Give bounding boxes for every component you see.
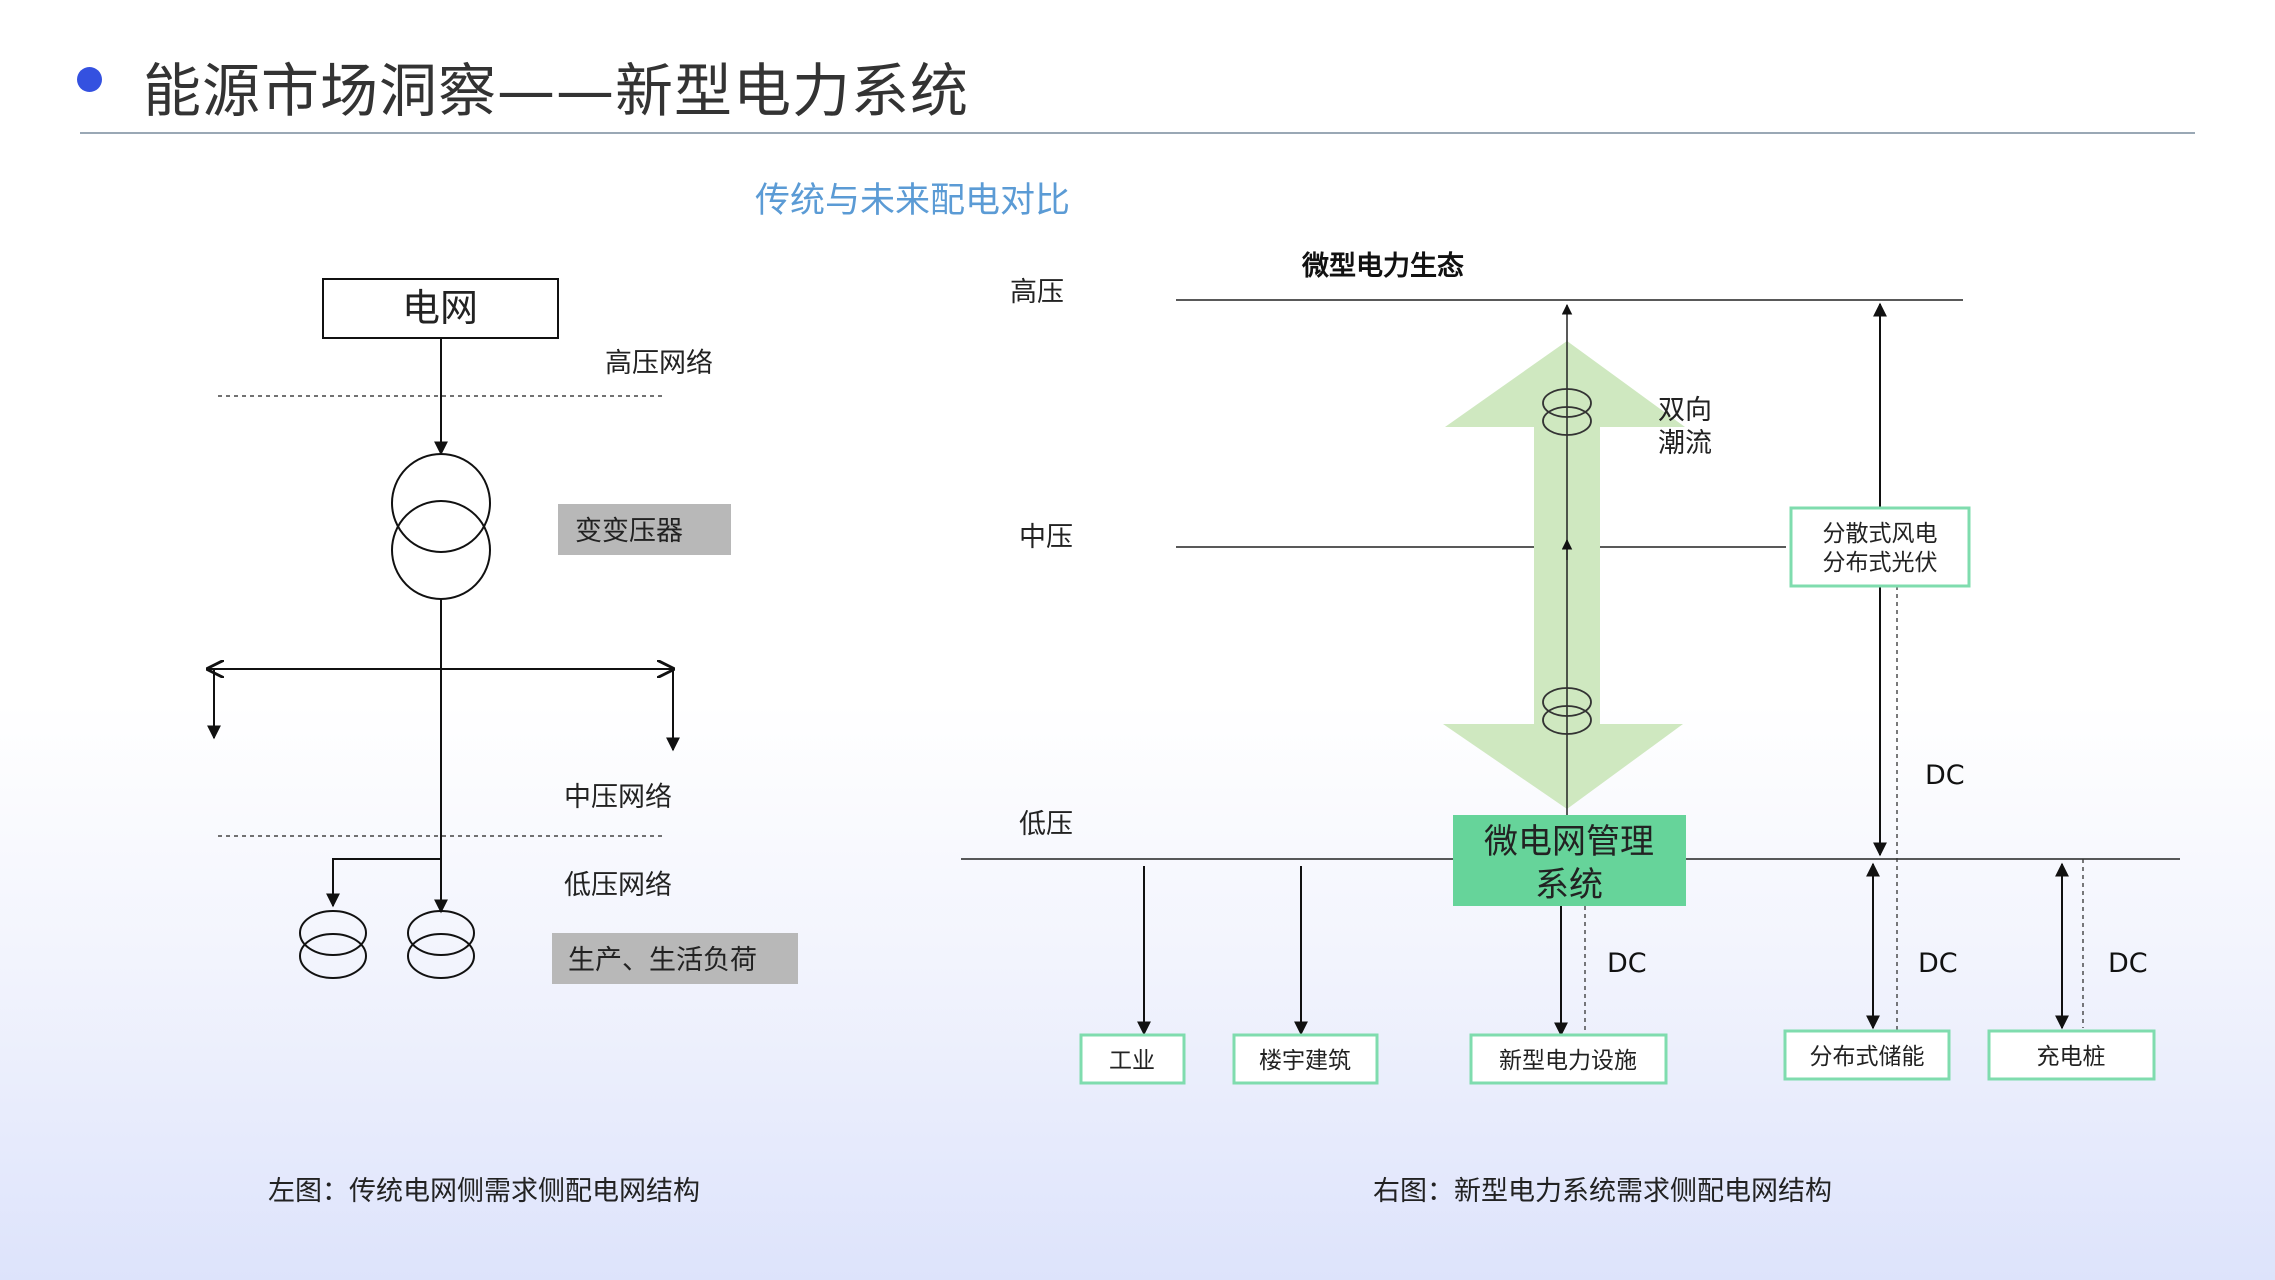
dc-label-facility: DC [1607, 948, 1647, 979]
upper-transformer-top [1542, 388, 1592, 418]
transformer-label: 变变压器 [575, 516, 683, 547]
new-facility-label: 新型电力设施 [1499, 1048, 1637, 1074]
right-caption: 右图：新型电力系统需求侧配电网结构 [1373, 1176, 1832, 1207]
ecosystem-title: 微型电力生态 [1301, 251, 1464, 282]
lower-transformer-bottom [1542, 705, 1592, 735]
building-box [1232, 1033, 1379, 1085]
page-title: 能源市场洞察——新型电力系统 [143, 57, 970, 125]
load-transformer-left-upper [299, 910, 367, 956]
mgms-label-line2: 系统 [1535, 865, 1603, 905]
new-power-system-diagram: 微型电力生态 高压 中压 低压 双向 潮流 分散式风电 分布式光伏 DC 微电网… [961, 251, 2180, 1207]
left-caption: 左图：传统电网侧需求侧配电网结构 [268, 1176, 700, 1207]
industry-label: 工业 [1109, 1048, 1155, 1074]
transformer-label-box [558, 504, 731, 555]
lower-transformer-top [1542, 687, 1592, 717]
mgms-box [1453, 815, 1686, 906]
mgms-label-line1: 微电网管理 [1484, 822, 1654, 862]
dc-label-charger: DC [2108, 948, 2148, 979]
new-facility-box [1469, 1033, 1668, 1085]
title-bullet [77, 67, 102, 92]
bidirectional-label-line2: 潮流 [1658, 428, 1712, 459]
level-low-label: 低压 [1019, 809, 1073, 840]
grid-box-label: 电网 [402, 286, 478, 330]
upper-transformer-bottom [1542, 406, 1592, 436]
load-label: 生产、生活负荷 [568, 945, 757, 976]
charger-box [1987, 1029, 2156, 1081]
load-label-box [552, 933, 798, 984]
distributed-wind-label: 分散式风电 [1823, 521, 1938, 547]
storage-box [1783, 1029, 1951, 1081]
title-divider [80, 132, 2195, 134]
load-transformer-right-lower [407, 933, 475, 979]
industry-box [1079, 1033, 1186, 1085]
bidirectional-flow-arrow [1443, 341, 1685, 809]
load-transformer-right-upper [407, 910, 475, 956]
low-network-label: 低压网络 [564, 870, 672, 901]
traditional-grid-diagram: 电网 高压网络 变变压器 中压网络 低压网络 生产、生活负荷 左图：传统电网侧需… [208, 278, 798, 1207]
distributed-pv-label: 分布式光伏 [1823, 550, 1938, 576]
charger-label: 充电桩 [2037, 1044, 2106, 1070]
high-network-label: 高压网络 [605, 348, 713, 379]
dc-label-storage: DC [1918, 948, 1958, 979]
mid-network-label: 中压网络 [564, 782, 672, 813]
load-branch-arrow [326, 858, 441, 908]
bidirectional-label-line1: 双向 [1658, 395, 1712, 426]
building-label: 楼宇建筑 [1259, 1048, 1351, 1074]
level-mid-label: 中压 [1019, 522, 1073, 553]
load-transformer-left-lower [299, 933, 367, 979]
diagram-title: 传统与未来配电对比 [755, 181, 1071, 221]
dc-label-dg: DC [1925, 760, 1965, 791]
transformer-upper-coil [391, 453, 491, 553]
level-high-label: 高压 [1010, 277, 1064, 308]
transformer-lower-coil [391, 500, 491, 600]
storage-label: 分布式储能 [1810, 1044, 1925, 1070]
distributed-gen-box [1789, 506, 1971, 588]
